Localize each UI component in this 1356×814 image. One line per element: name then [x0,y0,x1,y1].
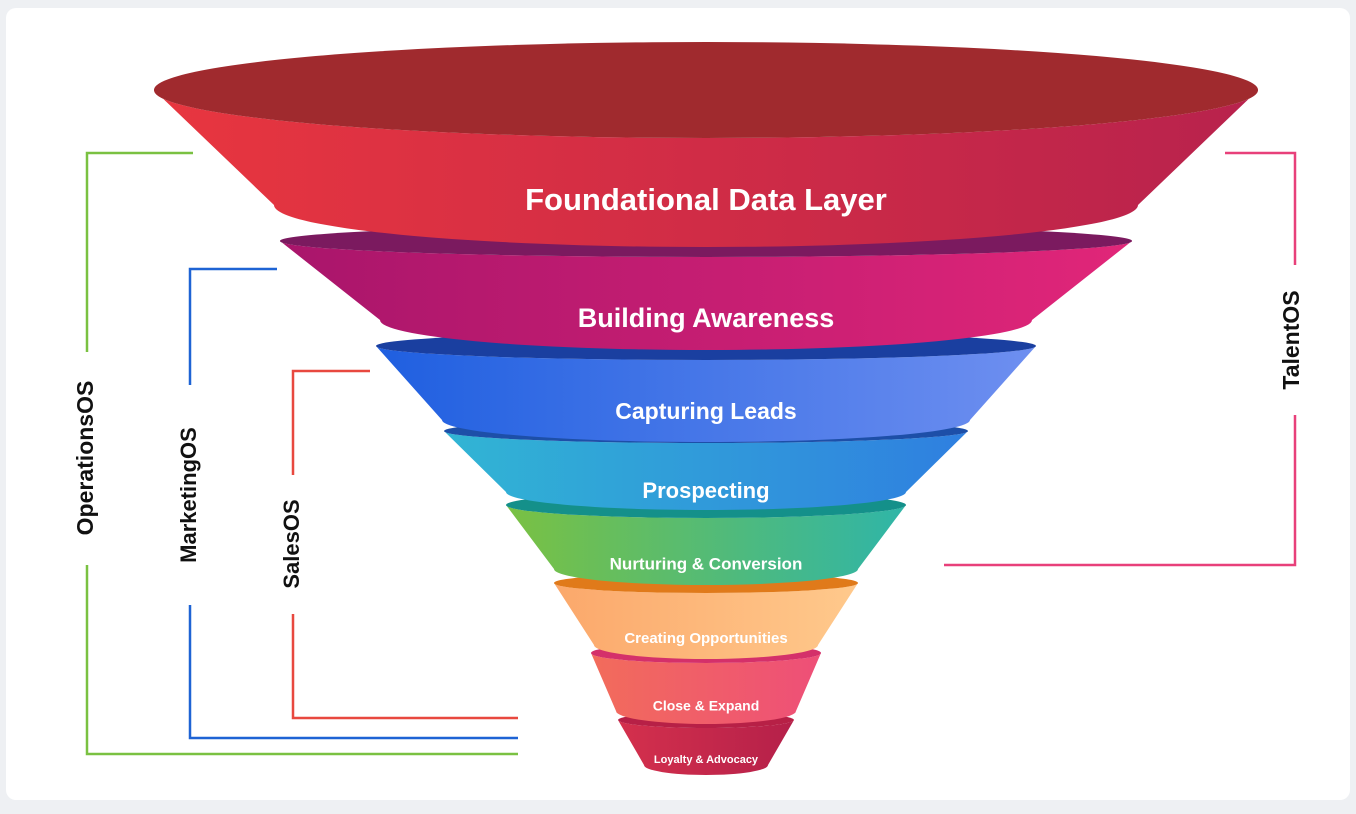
funnel-diagram: OperationsOS MarketingOS SalesOS TalentOS L… [72,42,1304,775]
stage-label: Prospecting [642,478,769,503]
stage-label: Capturing Leads [615,398,796,424]
bracket-line-upper [85,151,193,352]
stage-label: Building Awareness [578,303,835,333]
bracket-salesos: SalesOS [279,369,518,720]
stage-top-rim [154,42,1258,138]
bracket-label: TalentOS [1278,290,1304,389]
stage-body [591,653,821,724]
stage-body [444,431,968,510]
bracket-line-upper [1225,151,1297,265]
bracket-label: OperationsOS [72,381,98,536]
bracket-line-lower [85,565,518,756]
stage-label: Loyalty & Advocacy [654,754,759,766]
bracket-operationsos: OperationsOS [72,151,518,756]
funnel-diagram-card: OperationsOS MarketingOS SalesOS TalentOS L… [6,8,1350,800]
stage-label: Nurturing & Conversion [610,554,803,573]
stage-body [376,346,1036,442]
brackets-layer: OperationsOS MarketingOS SalesOS TalentOS [72,151,1304,756]
bracket-marketingos: MarketingOS [176,267,518,740]
stage-body [554,583,858,659]
bracket-line-upper [291,369,370,475]
funnel-stage-1: Foundational Data Layer [154,42,1258,247]
stage-body [154,90,1258,247]
stage-body [280,241,1132,350]
bracket-line-lower [291,614,518,720]
stage-body [506,505,906,585]
bracket-talentos: TalentOS [944,151,1304,567]
stage-label: Foundational Data Layer [525,182,887,217]
bracket-line-lower [944,415,1297,567]
stage-label: Creating Opportunities [624,630,787,647]
stage-body [618,720,794,775]
bracket-label: MarketingOS [176,427,201,563]
funnel-layer: Loyalty & Advocacy Close & Expand Creating… [154,42,1258,775]
bracket-label: SalesOS [279,499,304,588]
bracket-line-lower [188,605,518,740]
funnel-stage-6: Creating Opportunities [554,573,858,659]
bracket-line-upper [188,267,277,385]
stage-label: Close & Expand [653,698,760,714]
